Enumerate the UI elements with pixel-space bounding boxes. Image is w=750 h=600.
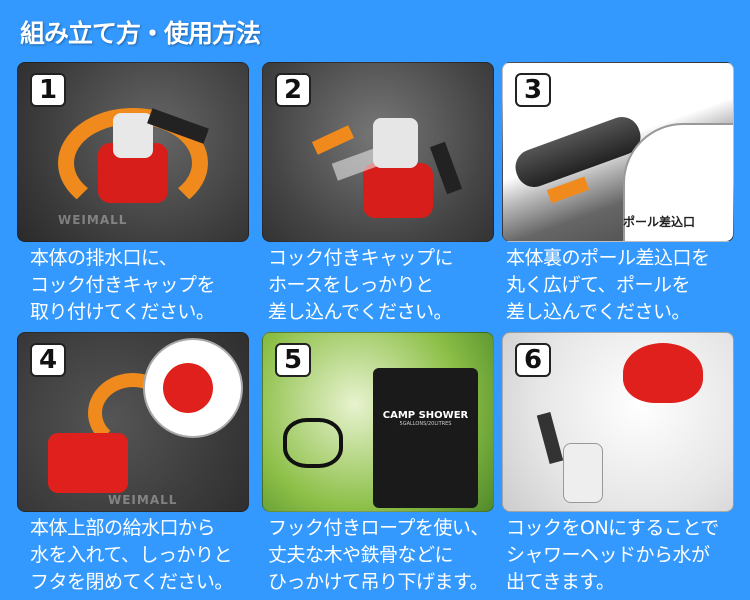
cock-lever	[429, 141, 463, 195]
step-1-number: 1	[30, 73, 66, 107]
bag-label: CAMP SHOWER	[382, 410, 469, 421]
step-4-number: 4	[30, 343, 66, 377]
watermark-logo: WEIMALL	[58, 213, 128, 227]
step-2-photo: 2	[262, 62, 494, 242]
cock-valve	[113, 113, 153, 158]
step-4-caption: 本体上部の給水口から 水を入れて、しっかりと フタを閉めてください。	[30, 517, 233, 593]
step-6-photo: 6	[502, 332, 734, 512]
page-title: 組み立て方・使用方法	[20, 19, 261, 48]
shower-bag: CAMP SHOWER 5GALLONS/20LITRES	[373, 368, 478, 508]
pole-slot-label: ポール差込口	[623, 215, 696, 229]
step-2-number: 2	[275, 73, 311, 107]
step-5-caption: フック付きロープを使い、 丈夫な木や鉄骨などに ひっかけて吊り下げます。	[268, 517, 489, 593]
step-6-number: 6	[515, 343, 551, 377]
arrow-icon	[311, 125, 355, 155]
step-1-caption: 本体の排水口に、 コック付きキャップを 取り付けてください。	[30, 247, 216, 323]
step-5-number: 5	[275, 343, 311, 377]
bag-sublabel: 5GALLONS/20LITRES	[399, 421, 452, 427]
step-4-photo: 4 WEIMALL	[17, 332, 249, 512]
shower-head	[623, 343, 703, 403]
cap-lid	[163, 363, 213, 413]
step-6-caption: コックをONにすることで シャワーヘッドから水が 出てきます。	[506, 517, 719, 593]
hook-rope	[283, 418, 343, 468]
step-3-photo: 3 ポール差込口	[502, 62, 734, 242]
detail-inset	[143, 338, 243, 438]
cock-valve	[563, 443, 603, 503]
step-2-caption: コック付きキャップに ホースをしっかりと 差し込んでください。	[268, 247, 454, 323]
cock-lever	[536, 412, 564, 464]
step-1-photo: 1 WEIMALL	[17, 62, 249, 242]
step-3-number: 3	[515, 73, 551, 107]
step-3-caption: 本体裏のポール差込口を 丸く広げて、ポールを 差し込んでください。	[506, 247, 710, 323]
watermark-logo: WEIMALL	[108, 493, 178, 507]
step-5-photo: 5 CAMP SHOWER 5GALLONS/20LITRES	[262, 332, 494, 512]
fill-port-cap	[48, 433, 128, 493]
red-cap	[363, 163, 433, 218]
detail-inset	[623, 123, 733, 241]
